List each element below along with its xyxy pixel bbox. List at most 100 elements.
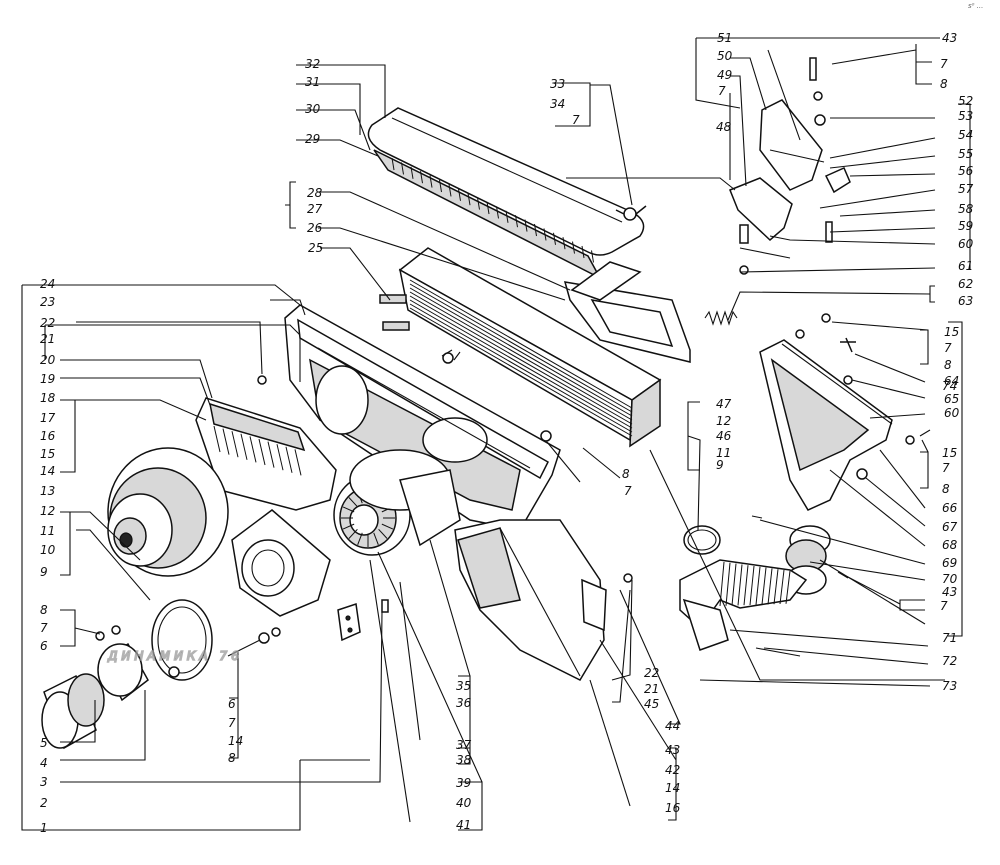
callout-60-1: 60 xyxy=(944,406,960,420)
callout-57: 57 xyxy=(958,182,974,196)
core-fin xyxy=(409,291,633,421)
callout-55: 55 xyxy=(958,147,973,161)
callout-numbers: 1234566777777777888888991011111212131414… xyxy=(40,31,974,835)
callout-72: 72 xyxy=(942,654,957,668)
callout-24: 24 xyxy=(40,277,55,291)
callout-37: 37 xyxy=(456,738,472,752)
callout-63: 63 xyxy=(958,294,973,308)
duct-cover-part xyxy=(367,107,645,280)
callout-16: 16 xyxy=(40,429,56,443)
blower-blade xyxy=(348,528,358,539)
callout-52: 52 xyxy=(958,94,973,108)
callout-7-2: 7 xyxy=(940,57,948,71)
watermark: ДИНАМИКА 76 xyxy=(107,649,243,663)
hose-ring xyxy=(749,565,755,606)
spring-part xyxy=(704,310,738,326)
callout-29: 29 xyxy=(305,132,320,146)
callout-31: 31 xyxy=(305,75,320,89)
callout-43-1: 43 xyxy=(942,31,957,45)
callout-7-1: 7 xyxy=(624,484,632,498)
callout-47: 47 xyxy=(716,397,732,411)
callout-48: 48 xyxy=(716,120,732,134)
corner-mark: s⁰ ... xyxy=(968,2,983,10)
callout-22: 22 xyxy=(40,316,55,330)
callout-7-4: 7 xyxy=(942,461,950,475)
callout-62: 62 xyxy=(958,277,973,291)
callout-15-2: 15 xyxy=(942,446,957,460)
callout-44: 44 xyxy=(665,719,680,733)
hinge-bracket-part xyxy=(729,57,851,275)
callout-38: 38 xyxy=(456,753,472,767)
cover-rib xyxy=(420,171,423,184)
panel-rib xyxy=(285,446,293,473)
blower-blade xyxy=(342,523,355,530)
callout-56: 56 xyxy=(958,164,974,178)
panel-rib xyxy=(213,425,221,453)
callout-67: 67 xyxy=(942,520,958,534)
callout-45: 45 xyxy=(644,697,659,711)
callout-18: 18 xyxy=(40,391,56,405)
callout-11: 11 xyxy=(40,524,55,538)
callout-46: 46 xyxy=(716,429,732,443)
cover-rib xyxy=(467,193,471,206)
small-bracket-part xyxy=(337,603,361,642)
hose-ring xyxy=(755,566,761,605)
callout-17: 17 xyxy=(40,411,56,425)
callout-2: 2 xyxy=(40,796,48,810)
callout-64: 64 xyxy=(944,374,959,388)
hose-ring xyxy=(785,570,791,604)
callout-39: 39 xyxy=(456,776,471,790)
fan-cover-part xyxy=(231,509,331,617)
callout-7-6: 7 xyxy=(572,113,580,127)
blower-wheel-part xyxy=(333,449,461,556)
blower-blade xyxy=(357,532,363,545)
hose-ring xyxy=(725,562,731,606)
callout-71: 71 xyxy=(942,631,957,645)
callout-26: 26 xyxy=(307,221,323,235)
callout-8: 8 xyxy=(40,603,48,617)
callout-58: 58 xyxy=(958,202,974,216)
core-fin xyxy=(409,303,633,433)
parts-illustration xyxy=(41,57,931,750)
callout-1: 1 xyxy=(40,821,48,835)
callout-53: 53 xyxy=(958,109,973,123)
panel-rib xyxy=(276,444,284,471)
callout-19: 19 xyxy=(40,372,55,386)
blower-blade xyxy=(342,506,355,513)
cover-rib xyxy=(401,162,404,175)
callout-10: 10 xyxy=(40,543,56,557)
callout-21: 21 xyxy=(40,332,55,346)
callout-73: 73 xyxy=(942,679,957,693)
hose-ring xyxy=(767,568,773,605)
clamp-ring-part xyxy=(151,599,213,681)
callout-74: 74 xyxy=(942,379,957,393)
small-hardware xyxy=(257,205,931,613)
callout-12: 12 xyxy=(40,504,55,518)
callout-8-5: 8 xyxy=(228,751,236,765)
corrugated-hose-part xyxy=(679,559,808,651)
callout-22-1: 22 xyxy=(644,666,659,680)
callout-36: 36 xyxy=(456,696,472,710)
callout-8-3: 8 xyxy=(944,358,952,372)
cover-rib xyxy=(591,250,594,263)
callout-41: 41 xyxy=(456,818,471,832)
side-panel-part xyxy=(195,397,337,511)
callout-43: 43 xyxy=(665,743,680,757)
callout-14-2: 14 xyxy=(665,781,680,795)
callout-27: 27 xyxy=(307,202,323,216)
callout-7: 7 xyxy=(40,621,48,635)
callout-9-1: 9 xyxy=(716,458,724,472)
blower-blade xyxy=(381,523,394,530)
callout-13: 13 xyxy=(40,484,55,498)
blower-blade xyxy=(373,532,379,545)
core-fin xyxy=(409,279,633,409)
cover-rib xyxy=(581,245,585,259)
callout-8-2: 8 xyxy=(940,77,948,91)
callout-23: 23 xyxy=(40,295,55,309)
panel-rib xyxy=(222,428,230,455)
core-fin xyxy=(409,283,633,413)
hose-ring xyxy=(773,569,779,605)
callout-7-7: 7 xyxy=(718,84,726,98)
callout-35: 35 xyxy=(456,679,471,693)
